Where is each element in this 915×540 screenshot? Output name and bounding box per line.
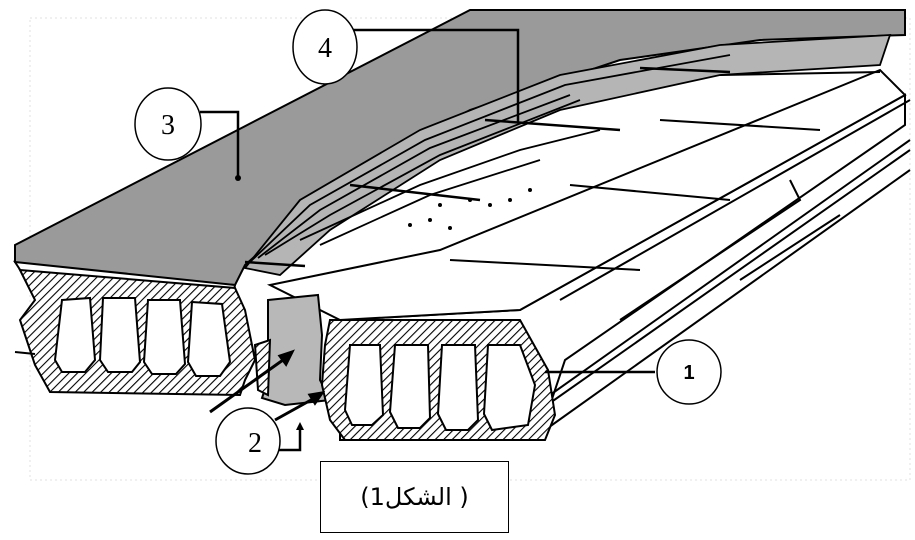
ground-marks [14,351,36,355]
label-2-text: 2 [248,428,262,459]
mesh-dots [408,188,532,230]
leader-lines [200,28,655,452]
label-4-text: 4 [318,33,332,64]
label-1-text: 1 [683,362,694,384]
left-hollow-slab-section [18,268,257,397]
leader-markers [235,175,304,430]
right-hollow-slab-section [320,319,557,441]
label-4: 4 [292,9,358,85]
label-1: 1 [656,339,722,405]
reinforcement-mesh [244,66,731,268]
label-3: 3 [134,87,202,161]
figure-caption-box: ( الشكل1) [320,461,509,533]
grout-joint [253,293,332,407]
middle-slab-top [266,68,907,322]
figure-caption: ( الشكل1) [360,483,469,511]
label-3-text: 3 [161,110,175,141]
label-2: 2 [215,407,281,475]
joint-arrows [209,349,326,422]
